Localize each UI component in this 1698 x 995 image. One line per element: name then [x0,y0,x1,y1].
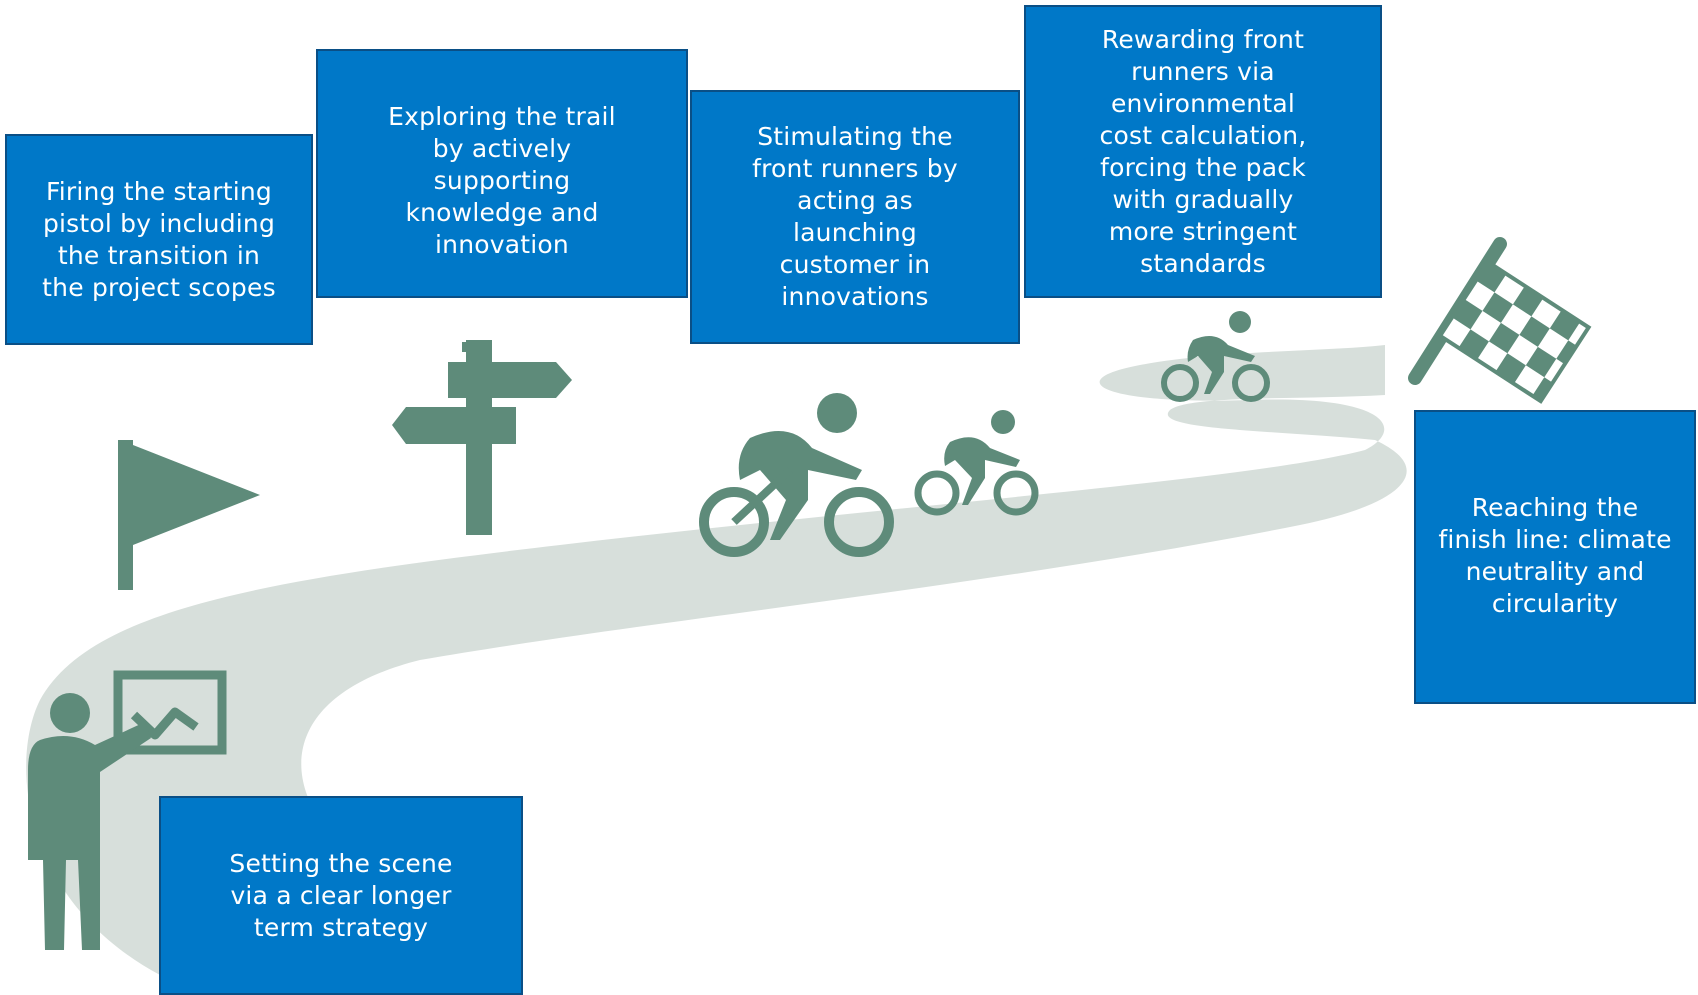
step-box-5: Rewarding front runners via environmenta… [1024,5,1382,298]
checkered-flag-icon [1408,237,1592,404]
step-label-2: Firing the starting pistol by including … [42,176,276,302]
signpost-icon [392,340,572,535]
step-label-3: Exploring the trail by actively supporti… [388,102,616,259]
road-path [26,345,1407,975]
step-label-1: Setting the scene via a clear longer ter… [229,848,453,942]
cyclist-small-icon [914,410,1039,516]
cyclist-far-icon [1161,311,1270,402]
step-label-4: Stimulating the front runners by acting … [752,122,958,311]
step-label-5: Rewarding front runners via environmenta… [1099,24,1307,278]
step-box-1: Setting the scene via a clear longer ter… [159,796,523,995]
presenter-icon [28,670,227,950]
start-flag-icon [118,440,260,590]
step-box-4: Stimulating the front runners by acting … [690,90,1020,344]
cyclist-large-icon [699,393,894,557]
step-label-6: Reaching the finish line: climate neutra… [1438,493,1672,618]
step-box-2: Firing the starting pistol by including … [5,134,313,345]
step-box-6: Reaching the finish line: climate neutra… [1414,410,1696,704]
step-box-3: Exploring the trail by actively supporti… [316,49,688,298]
